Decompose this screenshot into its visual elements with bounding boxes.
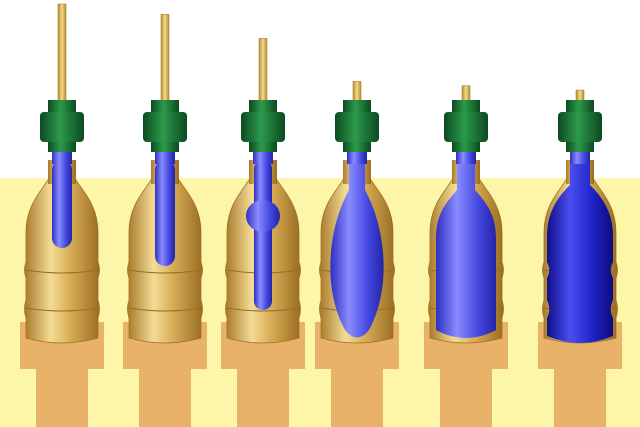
bottle-neck-threads — [52, 150, 72, 164]
bottle-neck-threads — [570, 150, 590, 164]
blow-nozzle-bottom — [452, 142, 480, 152]
blow-nozzle-bottom — [566, 142, 594, 152]
blow-nozzle-bottom — [343, 142, 371, 152]
stretch-rod — [161, 14, 169, 104]
blow-nozzle-top — [151, 100, 179, 112]
mold-base-stem — [36, 366, 88, 427]
bottle-neck-threads — [253, 150, 273, 164]
blow-nozzle-bottom — [249, 142, 277, 152]
blow-nozzle-clamp — [335, 112, 379, 142]
bottle-neck-threads — [456, 150, 476, 164]
blow-nozzle-clamp — [40, 112, 84, 142]
preform — [52, 160, 72, 248]
mold-base-stem — [440, 366, 492, 427]
bottle-neck-threads — [347, 150, 367, 164]
stretch-rod — [259, 38, 267, 104]
preform-stem — [254, 160, 272, 310]
mold-base-stem — [554, 366, 606, 427]
blow-nozzle-top — [48, 100, 76, 112]
blow-nozzle-clamp — [241, 112, 285, 142]
blow-nozzle-clamp — [143, 112, 187, 142]
stretch-rod — [58, 4, 66, 104]
blow-nozzle-top — [452, 100, 480, 112]
blow-nozzle-clamp — [444, 112, 488, 142]
blow-nozzle-top — [249, 100, 277, 112]
mold-base-stem — [139, 366, 191, 427]
blow-nozzle-bottom — [151, 142, 179, 152]
bottle-neck-threads — [155, 150, 175, 164]
blow-nozzle-clamp — [558, 112, 602, 142]
preform — [155, 160, 175, 266]
blow-nozzle-top — [343, 100, 371, 112]
preform-bubble — [246, 200, 280, 232]
blow-nozzle-bottom — [48, 142, 76, 152]
mold-base-stem — [237, 366, 289, 427]
mold-base-stem — [331, 366, 383, 427]
blow-nozzle-top — [566, 100, 594, 112]
